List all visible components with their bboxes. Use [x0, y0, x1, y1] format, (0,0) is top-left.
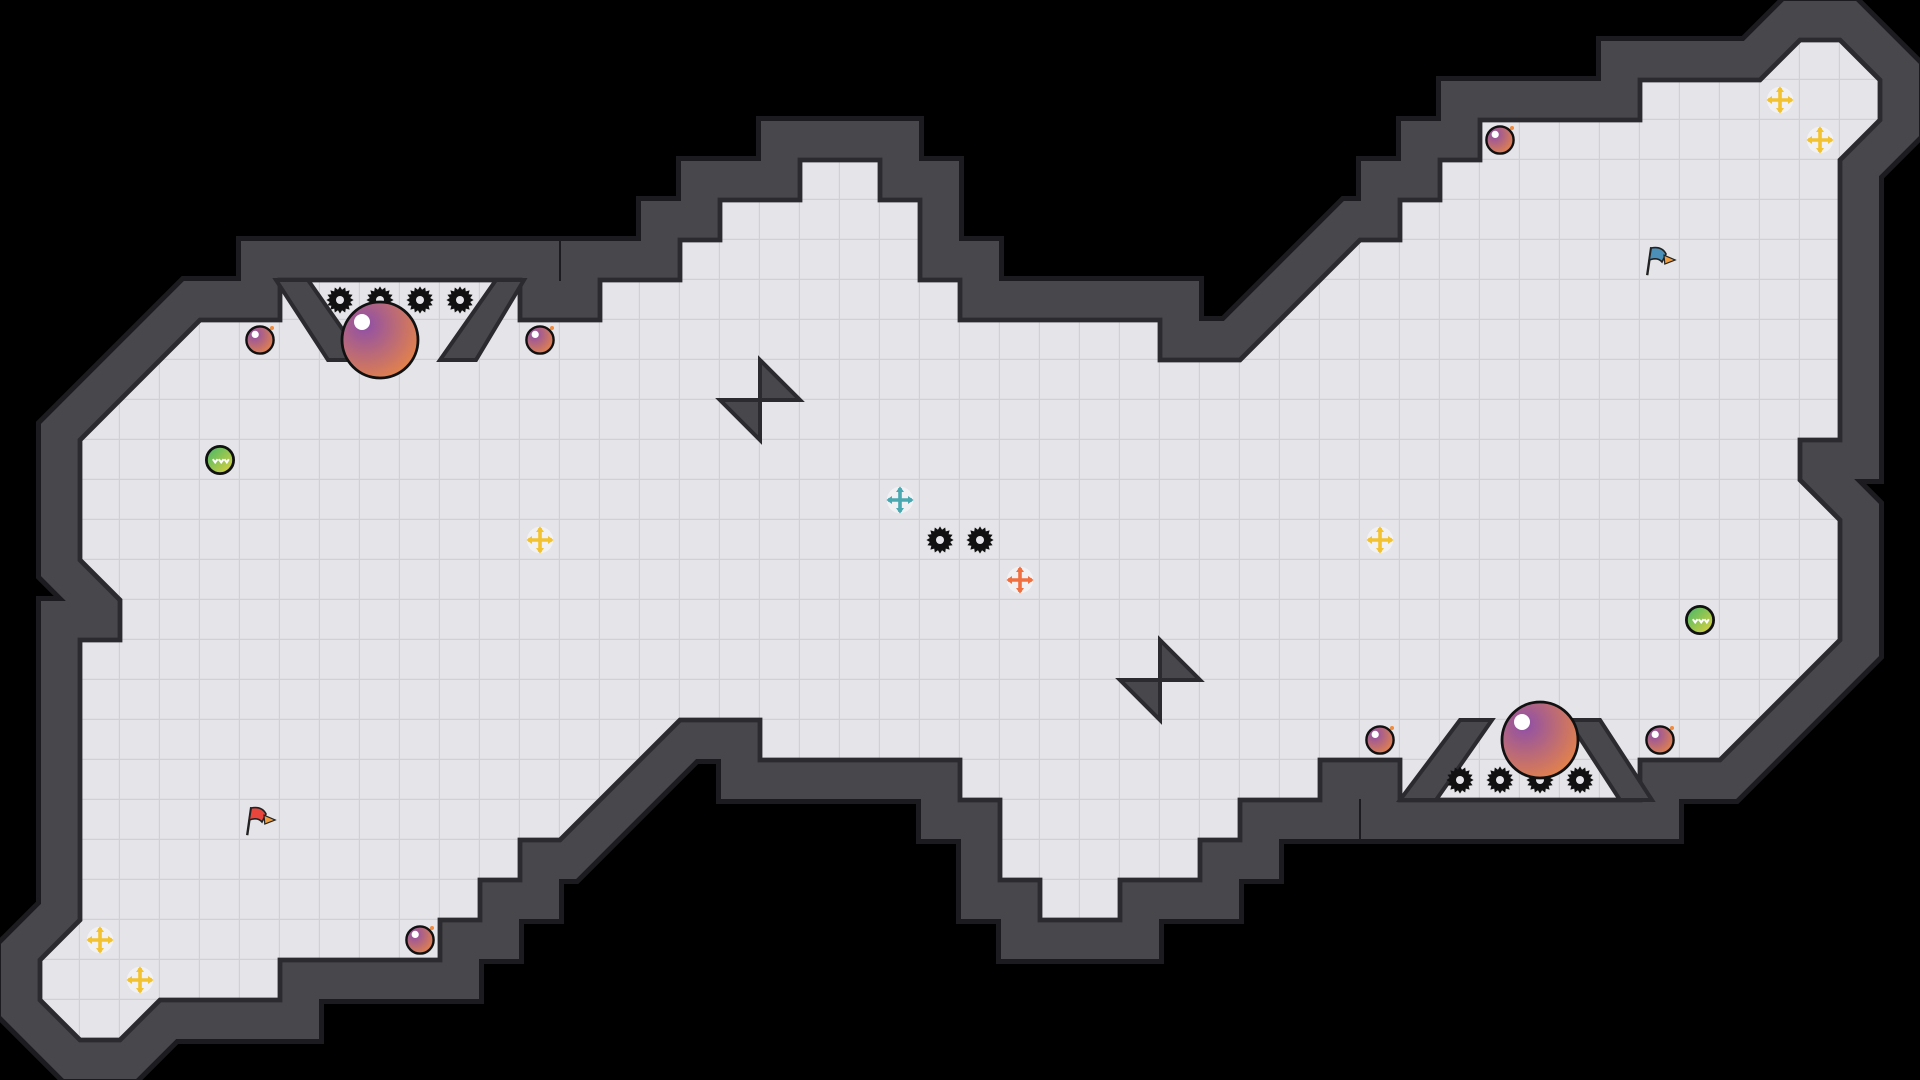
spike-hole: [456, 296, 464, 304]
spike-hole: [416, 296, 424, 304]
bomb-icon: [1645, 725, 1675, 755]
orb-arrows: [1692, 618, 1710, 625]
wedge-triangle: [1115, 678, 1162, 725]
yellow-cross-icon: [1366, 526, 1394, 554]
bomb-highlight: [1651, 730, 1659, 738]
bomb-fuse: [430, 926, 434, 930]
bomb-highlight: [531, 330, 539, 338]
ball-highlight: [354, 314, 370, 330]
spike-hole: [976, 536, 984, 544]
bomb-body: [1365, 725, 1395, 755]
spike-gear-icon: [406, 286, 434, 314]
spike-gear-icon: [1446, 766, 1474, 794]
bottom-trap-right-wall: [1564, 718, 1656, 802]
cross-arrowheads: [1806, 126, 1834, 154]
spike-hole: [1496, 776, 1504, 784]
bomb-body: [245, 325, 275, 355]
bomb-icon: [525, 325, 555, 355]
spike-gear-icon: [1566, 766, 1594, 794]
bomb-icon: [245, 325, 275, 355]
bomb-fuse: [1510, 126, 1514, 130]
bomb-highlight: [1371, 730, 1379, 738]
ball-body: [1500, 700, 1580, 780]
cross-arrowheads: [886, 486, 914, 514]
bomb-icon: [1365, 725, 1395, 755]
bomb-highlight: [411, 930, 419, 938]
bomb-body: [1485, 125, 1515, 155]
bomb-highlight: [1491, 130, 1499, 138]
bomb-body: [405, 925, 435, 955]
spike-hole: [1456, 776, 1464, 784]
yellow-cross-icon: [86, 926, 114, 954]
entities: [86, 86, 1834, 994]
spike-gear-icon: [326, 286, 354, 314]
spike-hole: [936, 536, 944, 544]
bomb-fuse: [1670, 726, 1674, 730]
ball-highlight: [1514, 714, 1530, 730]
flag-cloth: [248, 806, 267, 824]
bomb-icon: [405, 925, 435, 955]
spike-gear-icon: [926, 526, 954, 554]
green-orb-icon: [204, 444, 236, 476]
bomb-fuse: [270, 326, 274, 330]
cross-arrowheads: [526, 526, 554, 554]
spike-gear-icon: [966, 526, 994, 554]
spike-hole: [1576, 776, 1584, 784]
wedge-triangle: [758, 355, 805, 402]
bomb-fuse: [550, 326, 554, 330]
cross-arrowheads: [86, 926, 114, 954]
ball-body: [340, 300, 420, 380]
yellow-cross-icon: [1806, 126, 1834, 154]
flag-cloth: [1648, 246, 1667, 264]
yellow-cross-icon: [126, 966, 154, 994]
spike-gear-icon: [1486, 766, 1514, 794]
wedge-triangle: [1158, 635, 1205, 682]
bomb-body: [1645, 725, 1675, 755]
bottom-trap-left-wall: [1396, 718, 1496, 802]
bomb-body: [525, 325, 555, 355]
cross-arrowheads: [1766, 86, 1794, 114]
cross-arms: [528, 528, 552, 552]
teal-cross-icon: [886, 486, 914, 514]
orb-arrows: [212, 458, 230, 465]
spike-hole: [336, 296, 344, 304]
green-orb-icon: [1684, 604, 1716, 636]
flag-tail: [263, 814, 277, 825]
bomb-fuse: [1390, 726, 1394, 730]
flag-tail: [1663, 254, 1677, 265]
cross-arrowheads: [1006, 566, 1034, 594]
top-trap-right-wall: [436, 278, 528, 362]
orange-cross-icon: [1006, 566, 1034, 594]
blue-flag-icon: [1646, 246, 1677, 276]
spike-gear-icon: [446, 286, 474, 314]
big-ball-icon: [1500, 700, 1580, 780]
bomb-icon: [1485, 125, 1515, 155]
bomb-highlight: [251, 330, 259, 338]
cross-arrowheads: [1366, 526, 1394, 554]
red-flag-icon: [246, 806, 277, 836]
wedge-triangle: [715, 398, 762, 445]
yellow-cross-icon: [526, 526, 554, 554]
big-ball-icon: [340, 300, 420, 380]
cross-arrowheads: [126, 966, 154, 994]
yellow-cross-icon: [1766, 86, 1794, 114]
